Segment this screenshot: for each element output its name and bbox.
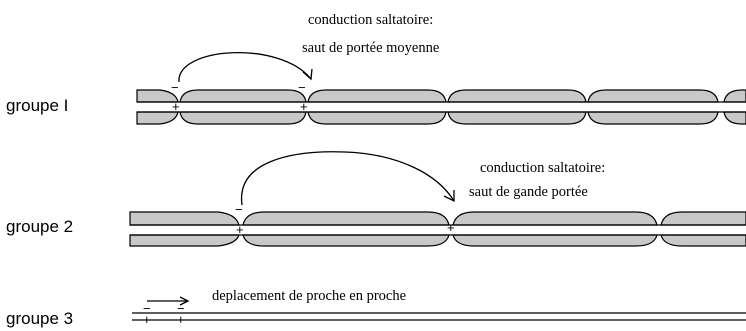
myelin-segment bbox=[452, 234, 658, 247]
saltatory-jump-arrow bbox=[241, 151, 455, 206]
group-1-diagram: groupe I − + − + conduction salta bbox=[6, 12, 746, 125]
plus-sign: + bbox=[177, 312, 185, 327]
myelin-segment bbox=[660, 211, 746, 226]
minus-sign: − bbox=[298, 80, 306, 95]
group-1-annotation-line-2: saut de portée moyenne bbox=[302, 40, 439, 56]
myelin-segment bbox=[723, 111, 746, 125]
minus-sign: − bbox=[177, 301, 185, 316]
plus-sign: + bbox=[172, 99, 180, 114]
myelin-segment bbox=[660, 234, 746, 247]
myelin-segment bbox=[179, 111, 307, 125]
arrowhead-icon bbox=[302, 68, 313, 81]
myelin-segment bbox=[723, 89, 746, 103]
myelin-segment bbox=[179, 89, 307, 103]
myelin-segment bbox=[307, 111, 447, 125]
plus-sign: + bbox=[300, 99, 308, 114]
group-1-myelin-segments bbox=[136, 89, 746, 125]
group-3-diagram: groupe 3 − + − + deplacement de proche e… bbox=[6, 288, 746, 328]
myelin-segment bbox=[242, 211, 450, 226]
plus-sign: + bbox=[447, 220, 455, 235]
minus-sign: − bbox=[143, 301, 151, 316]
plus-sign: + bbox=[143, 312, 151, 327]
group-3-label: groupe 3 bbox=[6, 309, 73, 328]
myelin-segment bbox=[587, 111, 719, 125]
saltatory-jump-arrow bbox=[178, 52, 312, 83]
arrowhead-icon bbox=[443, 190, 455, 203]
myelin-segment bbox=[452, 211, 658, 226]
group-3-annotation: deplacement de proche en proche bbox=[212, 288, 406, 304]
group-1-label: groupe I bbox=[6, 96, 68, 115]
group-1-annotation-line-1: conduction saltatoire: bbox=[308, 12, 433, 28]
minus-sign: − bbox=[235, 202, 243, 217]
myelin-segment bbox=[447, 89, 587, 103]
group-2-annotation-line-1: conduction saltatoire: bbox=[480, 160, 605, 176]
myelin-segment bbox=[129, 234, 240, 247]
group-2-axon bbox=[130, 224, 746, 236]
group-2-diagram: groupe 2 − + + conduction saltatoire: sa… bbox=[6, 151, 746, 247]
myelin-segment bbox=[307, 89, 447, 103]
myelin-segment bbox=[129, 211, 240, 226]
myelin-segment bbox=[242, 234, 450, 247]
myelin-segment bbox=[447, 111, 587, 125]
group-2-label: groupe 2 bbox=[6, 217, 73, 236]
group-3-axon bbox=[132, 312, 746, 321]
group-2-myelin-segments bbox=[129, 211, 746, 247]
myelin-segment bbox=[587, 89, 719, 103]
group-2-annotation-line-2: saut de gande portée bbox=[469, 184, 588, 200]
group-1-axon bbox=[137, 101, 746, 113]
minus-sign: − bbox=[171, 80, 179, 95]
plus-sign: + bbox=[236, 222, 244, 237]
arrowhead-icon bbox=[179, 296, 190, 306]
